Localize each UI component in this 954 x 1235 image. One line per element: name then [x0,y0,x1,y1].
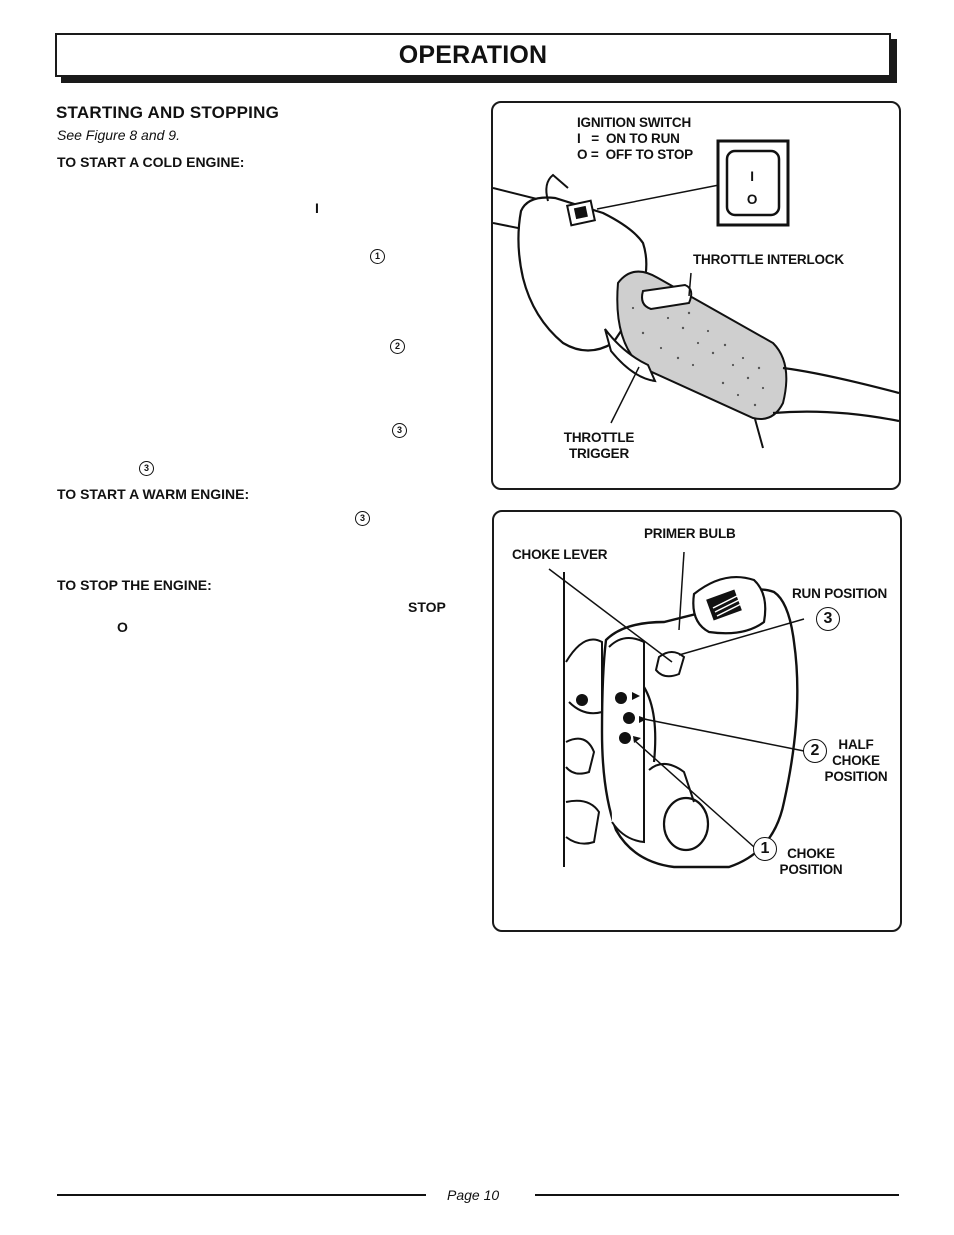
primer-bulb-label: PRIMER BULB [644,526,736,541]
run-position-marker: 3 [355,511,370,526]
page-title: OPERATION [398,40,548,69]
cold-engine-heading: TO START A COLD ENGINE: [57,154,245,170]
stop-word: STOP [408,599,446,615]
figure-8-panel: IGNITION SWITCH I = ON TO RUN O = OFF TO… [491,101,901,490]
choke-lever-illustration [548,551,805,869]
footer-rule-left [57,1194,426,1196]
figure-9-panel: PRIMER BULB CHOKE LEVER RUN POSITION 3 2… [492,510,902,932]
half-choke-position-number: 2 [803,739,827,763]
ignition-on-legend: I = ON TO RUN [577,131,680,146]
section-title: STARTING AND STOPPING [56,103,280,122]
run-position-marker: 3 [139,461,154,476]
throttle-interlock-label: THROTTLE INTERLOCK [693,252,844,267]
half-choke-position-marker: 2 [390,339,405,354]
switch-off-symbol: O [117,619,128,635]
switch-on-symbol: I [315,200,319,216]
warm-engine-heading: TO START A WARM ENGINE: [57,486,250,502]
switch-detail-on-symbol: I [750,169,754,184]
figure-reference: See Figure 8 and 9. [57,127,180,143]
choke-position-marker: 1 [370,249,385,264]
choke-lever-label: CHOKE LEVER [512,547,608,562]
footer-rule-right [535,1194,899,1196]
run-position-number: 3 [816,607,840,631]
header-banner: OPERATION [55,33,891,77]
page-number: Page 10 [447,1187,500,1203]
run-position-marker: 3 [392,423,407,438]
choke-position-number: 1 [753,837,777,861]
ignition-switch-title: IGNITION SWITCH [577,115,691,130]
ignition-off-legend: O = OFF TO STOP [577,147,693,162]
stop-engine-heading: TO STOP THE ENGINE: [57,577,212,593]
run-position-label: RUN POSITION [792,586,888,601]
half-choke-position-label: HALF CHOKE POSITION [824,737,888,784]
choke-position-label: CHOKE POSITION [779,846,843,877]
throttle-handle-illustration [493,139,899,449]
switch-detail-off-symbol: O [746,192,758,207]
throttle-trigger-label: THROTTLE TRIGGER [563,430,635,461]
